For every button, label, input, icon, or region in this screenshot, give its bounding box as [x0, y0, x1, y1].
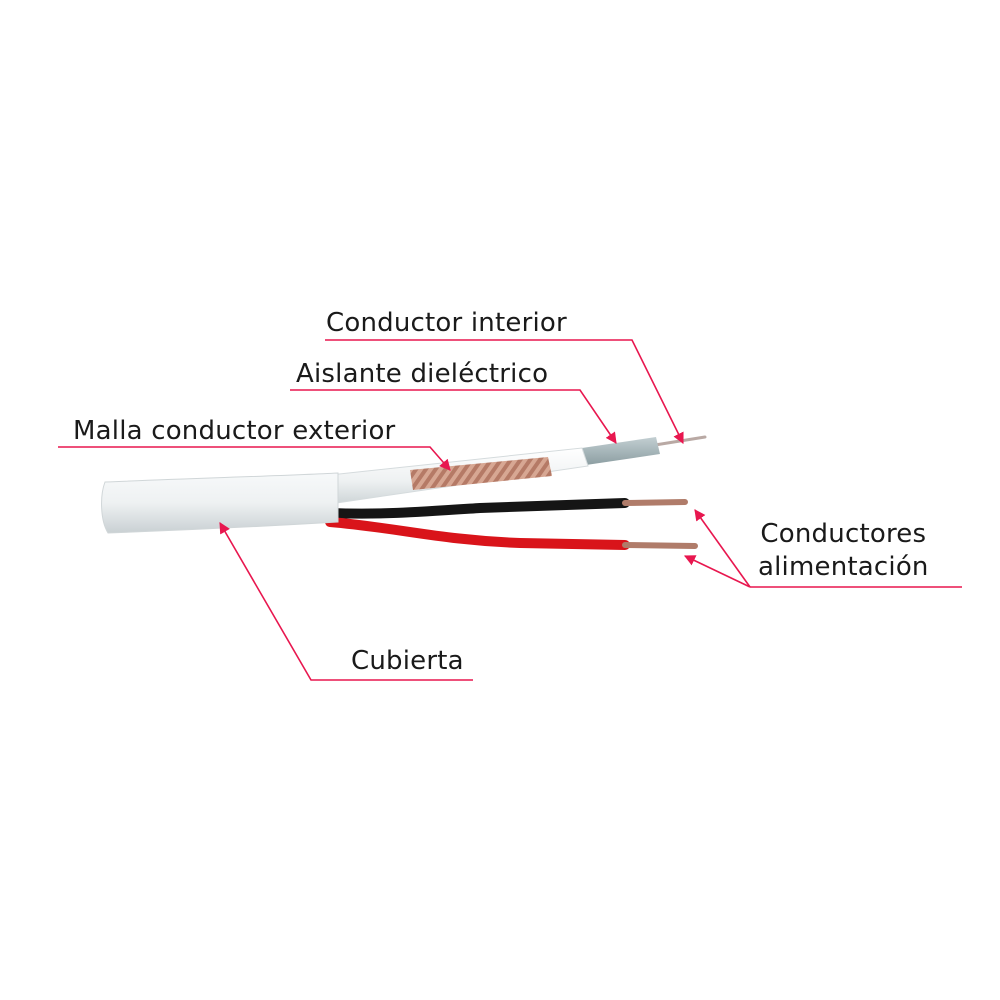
leader-aislante	[290, 389, 617, 444]
leader-conductores-a	[694, 509, 751, 588]
outer-jacket	[101, 472, 339, 534]
braid-shield	[410, 457, 552, 490]
label-conductor-interior: Conductor interior	[326, 308, 567, 338]
leader-cubierta	[219, 522, 473, 681]
label-cubierta: Cubierta	[351, 646, 464, 676]
red-wire	[325, 517, 630, 550]
leader-lines	[58, 339, 962, 681]
label-conductores-line2: alimentación	[758, 551, 929, 582]
label-conductores-line1: Conductores	[760, 519, 927, 549]
label-conductores-alimentacion: Conductores alimentación	[758, 518, 929, 583]
leader-conductores-b	[683, 555, 751, 588]
leader-malla	[58, 446, 451, 471]
label-aislante-dielectrico: Aislante dieléctrico	[296, 359, 549, 389]
black-wire	[325, 498, 630, 519]
dielectric	[582, 437, 660, 465]
label-malla-conductor-exterior: Malla conductor exterior	[73, 416, 396, 446]
leader-conductor-interior	[325, 339, 684, 445]
